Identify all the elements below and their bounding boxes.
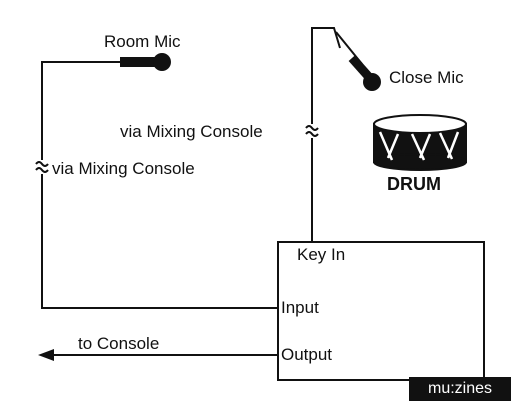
room-mic-icon [120, 53, 171, 71]
key-in-label: Key In [297, 245, 346, 264]
drum-label: DRUM [387, 174, 441, 194]
cable-break-left [35, 160, 49, 174]
processor-box [277, 241, 485, 381]
output-label: Output [281, 345, 333, 364]
room-mic-cable [41, 61, 278, 309]
input-label: Input [281, 298, 319, 317]
drum-icon [373, 114, 467, 171]
cable-break-top [305, 124, 319, 138]
room-mic-label: Room Mic [104, 32, 181, 51]
output-arrowhead [38, 349, 54, 361]
to-console-label: to Console [78, 334, 160, 353]
watermark-logo: mu:zines [409, 377, 511, 401]
via-mixing-console-top-label: via Mixing Console [120, 122, 263, 141]
close-mic-label: Close Mic [389, 68, 464, 87]
via-mixing-console-left-label: via Mixing Console [52, 159, 195, 178]
close-mic-icon [335, 31, 381, 91]
